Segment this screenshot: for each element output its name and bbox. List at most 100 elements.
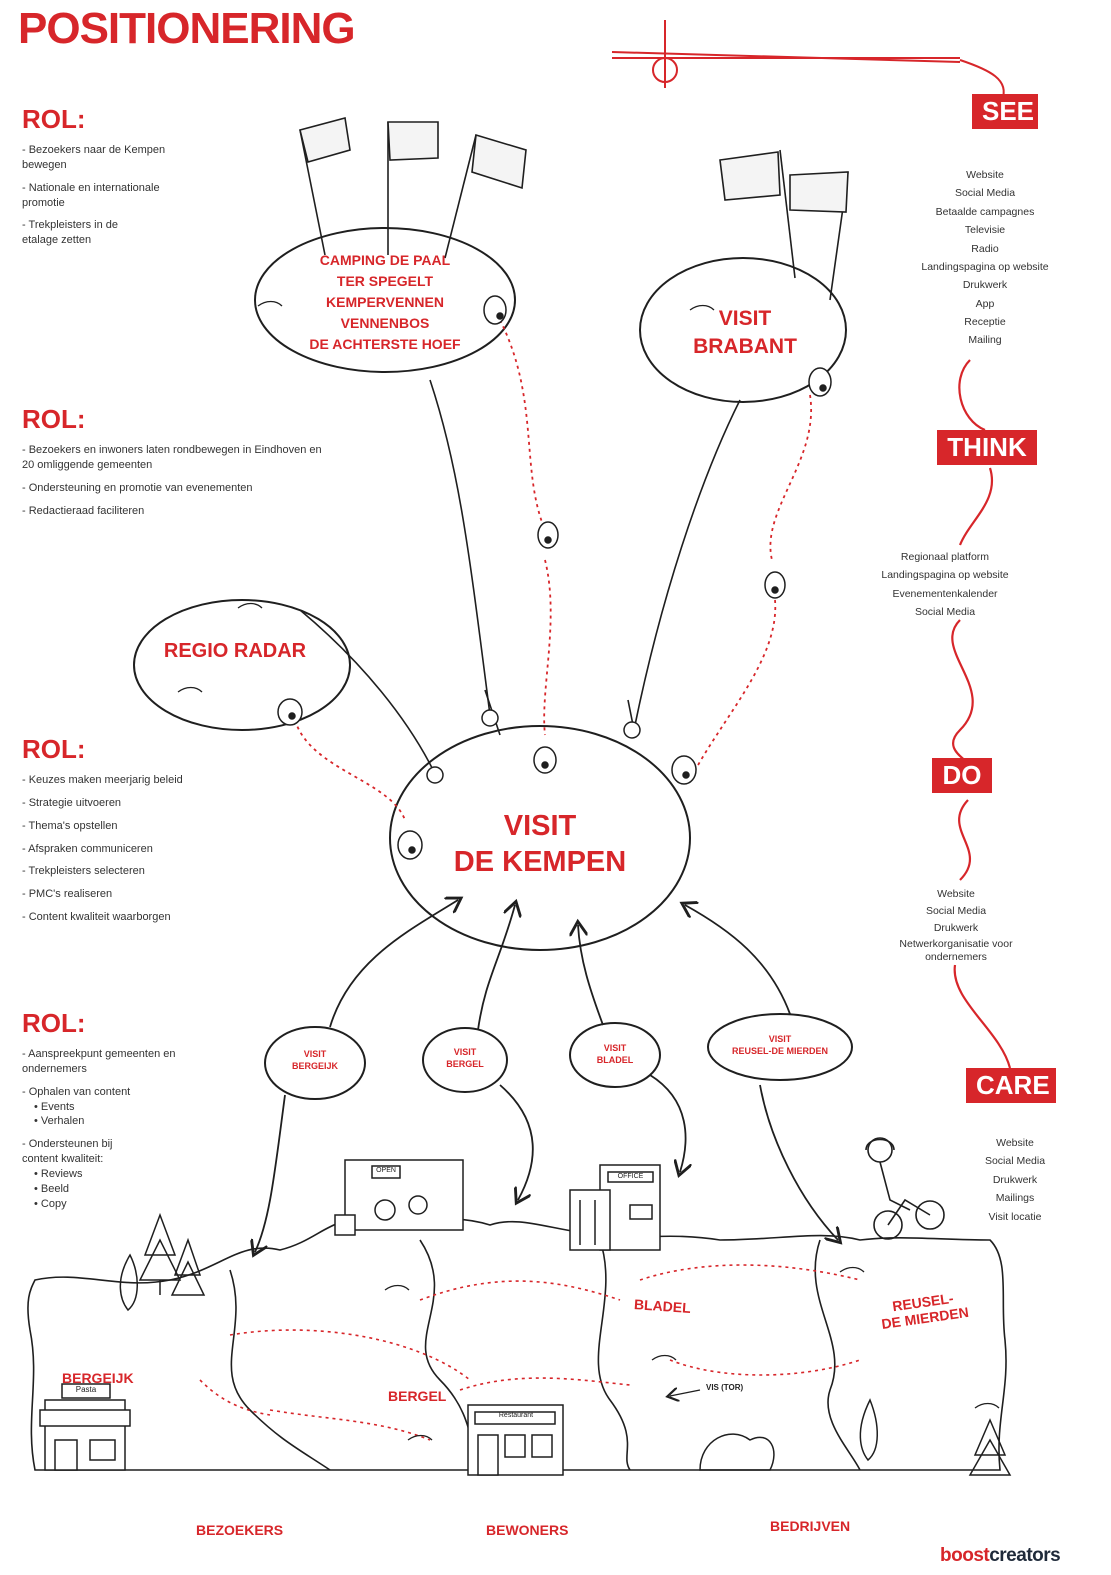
small-bubble-line: VISIT bbox=[768, 1034, 792, 1044]
camping-name: CAMPING DE PAAL bbox=[319, 252, 451, 268]
regio-radar-text: REGIO RADAR bbox=[163, 640, 307, 662]
stage-item: Televisie bbox=[964, 224, 1006, 237]
stage-item: Mailings bbox=[995, 1192, 1035, 1205]
rock-icon bbox=[699, 1433, 775, 1471]
role-block-2: ROL: - Bezoekers en inwoners laten rondb… bbox=[22, 404, 342, 526]
fish-icon bbox=[277, 295, 832, 860]
stage-item: Visit locatie bbox=[988, 1210, 1042, 1223]
small-bubble-line: BLADEL bbox=[596, 1055, 634, 1065]
camping-bubble bbox=[254, 227, 516, 373]
camping-name: KEMPERVENNEN bbox=[326, 294, 444, 310]
stage-item: Netwerkorganisatie voor bbox=[899, 938, 1013, 951]
fishing-line bbox=[299, 379, 741, 781]
stage-item: Mailing bbox=[968, 334, 1002, 347]
sign-pasta: Pasta bbox=[75, 1385, 97, 1394]
small-bubble-bladel bbox=[569, 1022, 661, 1088]
vvv-label: VIS (TOR) bbox=[706, 1383, 744, 1392]
camping-name: VENNENBOS bbox=[340, 315, 430, 331]
brand-part2: creators bbox=[989, 1545, 1061, 1566]
sign-office: OFFICE bbox=[617, 1173, 644, 1180]
town-label-bergel: BERGEL bbox=[388, 1388, 447, 1404]
stage-item: Receptie bbox=[964, 316, 1006, 328]
role-item: - Thema's opstellen bbox=[22, 819, 118, 832]
arrow bbox=[255, 1074, 838, 1252]
small-bubble-bergeijk bbox=[264, 1026, 366, 1100]
pointer-arrow bbox=[670, 1390, 701, 1396]
office-icon bbox=[569, 1164, 661, 1251]
role-item: - Bezoekers naar de Kempen bewegen bbox=[22, 144, 166, 171]
camping-name: DE ACHTERSTE HOEF bbox=[309, 336, 461, 352]
role-subitem: • Beeld bbox=[34, 1182, 70, 1195]
stage-item: ondernemers bbox=[925, 951, 987, 964]
stage-item: App bbox=[975, 297, 995, 310]
stage-see-list: Website Social Media Betaalde campagnes … bbox=[900, 166, 1070, 350]
cyclist-icon bbox=[865, 1137, 945, 1240]
brand-logo: boostcreators bbox=[940, 1545, 1061, 1567]
small-bubble-line: REUSEL-DE MIERDEN bbox=[731, 1046, 828, 1056]
brand-part1: boost bbox=[940, 1545, 990, 1566]
stage-item: Drukwerk bbox=[933, 921, 979, 934]
role-item: - Redactieraad faciliteren bbox=[22, 504, 145, 517]
stage-item: Website bbox=[937, 888, 975, 900]
stage-item: Drukwerk bbox=[962, 279, 1008, 292]
tree-icon bbox=[119, 1212, 1012, 1476]
stage-item: Betaalde campagnes bbox=[935, 205, 1035, 218]
stage-care: CARE bbox=[966, 1068, 1056, 1103]
role-item: - Ondersteuning en promotie van evenemen… bbox=[22, 481, 253, 494]
restaurant-icon bbox=[467, 1404, 564, 1476]
role-item: - Content kwaliteit waarborgen bbox=[22, 911, 171, 924]
sign-restaurant: Restaurant bbox=[498, 1412, 534, 1419]
role-item: - Trekpleisters in de etalage zetten bbox=[22, 219, 118, 247]
role-subitem: • Verhalen bbox=[34, 1115, 85, 1128]
stage-item: Social Media bbox=[984, 1155, 1046, 1168]
small-bubble-text-bergeijk: VISIT BERGEIJK bbox=[270, 1048, 360, 1072]
small-bubble-text-bergel: VISIT BERGEL bbox=[425, 1046, 505, 1070]
role-block-3: ROL: - Keuzes maken meerjarig beleid - S… bbox=[22, 734, 262, 933]
route bbox=[199, 1264, 861, 1441]
stage-think-list: Regionaal platform Landingspagina op web… bbox=[860, 548, 1030, 622]
kempen-bubble bbox=[389, 725, 691, 951]
dotted-line bbox=[294, 319, 813, 821]
regio-bubble bbox=[133, 599, 351, 731]
swimmer-icon bbox=[177, 300, 1000, 1441]
stage-item: Social Media bbox=[914, 606, 976, 619]
page-title: POSITIONERING bbox=[18, 4, 356, 53]
brabant-line: VISIT bbox=[718, 307, 772, 330]
stage-item: Landingspagina op website bbox=[921, 260, 1049, 273]
kempen-line: VISIT bbox=[503, 810, 577, 842]
small-bubble-reusel bbox=[707, 1013, 853, 1081]
small-bubble-line: VISIT bbox=[303, 1049, 327, 1059]
role-item: - Ophalen van content bbox=[22, 1085, 131, 1098]
small-bubble-line: VISIT bbox=[603, 1043, 627, 1053]
stage-item: Evenementenkalender bbox=[892, 587, 998, 600]
fishing-rod-icon bbox=[611, 20, 1005, 101]
stage-item: Website bbox=[966, 169, 1004, 181]
role-block-1: ROL: - Bezoekers naar de Kempen bewegen … bbox=[22, 104, 222, 256]
small-bubble-text-bladel: VISIT BLADEL bbox=[572, 1042, 658, 1066]
role-subitem: • Copy bbox=[34, 1197, 67, 1210]
flag-icon bbox=[299, 116, 527, 259]
small-bubble-line: VISIT bbox=[453, 1047, 477, 1057]
stage-item: Radio bbox=[971, 242, 999, 255]
role-item: - Bezoekers en inwoners laten rondbewege… bbox=[22, 444, 322, 471]
role-item: - PMC's realiseren bbox=[22, 888, 113, 901]
role-heading: ROL: bbox=[22, 104, 86, 134]
small-bubble-text-reusel: VISIT REUSEL-DE MIERDEN bbox=[712, 1033, 848, 1057]
role-heading: ROL: bbox=[22, 734, 86, 764]
small-bubble-line: BERGEL bbox=[446, 1059, 484, 1069]
stage-item: Social Media bbox=[954, 187, 1016, 200]
audience-label-bedrijven: BEDRIJVEN bbox=[770, 1518, 851, 1534]
role-item: - Ondersteunen bij content kwaliteit: bbox=[22, 1138, 113, 1166]
stage-item: Drukwerk bbox=[992, 1173, 1038, 1186]
stage-item: Website bbox=[996, 1137, 1034, 1149]
role-heading: ROL: bbox=[22, 1008, 86, 1038]
stage-item: Regionaal platform bbox=[900, 551, 990, 563]
sign-open: OPEN bbox=[376, 1167, 396, 1174]
audience-label-bewoners: BEWONERS bbox=[486, 1522, 569, 1538]
audience-label-bezoekers: BEZOEKERS bbox=[196, 1522, 284, 1538]
stage-care-list: Website Social Media Drukwerk Mailings V… bbox=[955, 1134, 1075, 1226]
reel-icon bbox=[426, 709, 641, 784]
kempen-line: DE KEMPEN bbox=[453, 846, 627, 878]
stage-path bbox=[951, 359, 1012, 1069]
